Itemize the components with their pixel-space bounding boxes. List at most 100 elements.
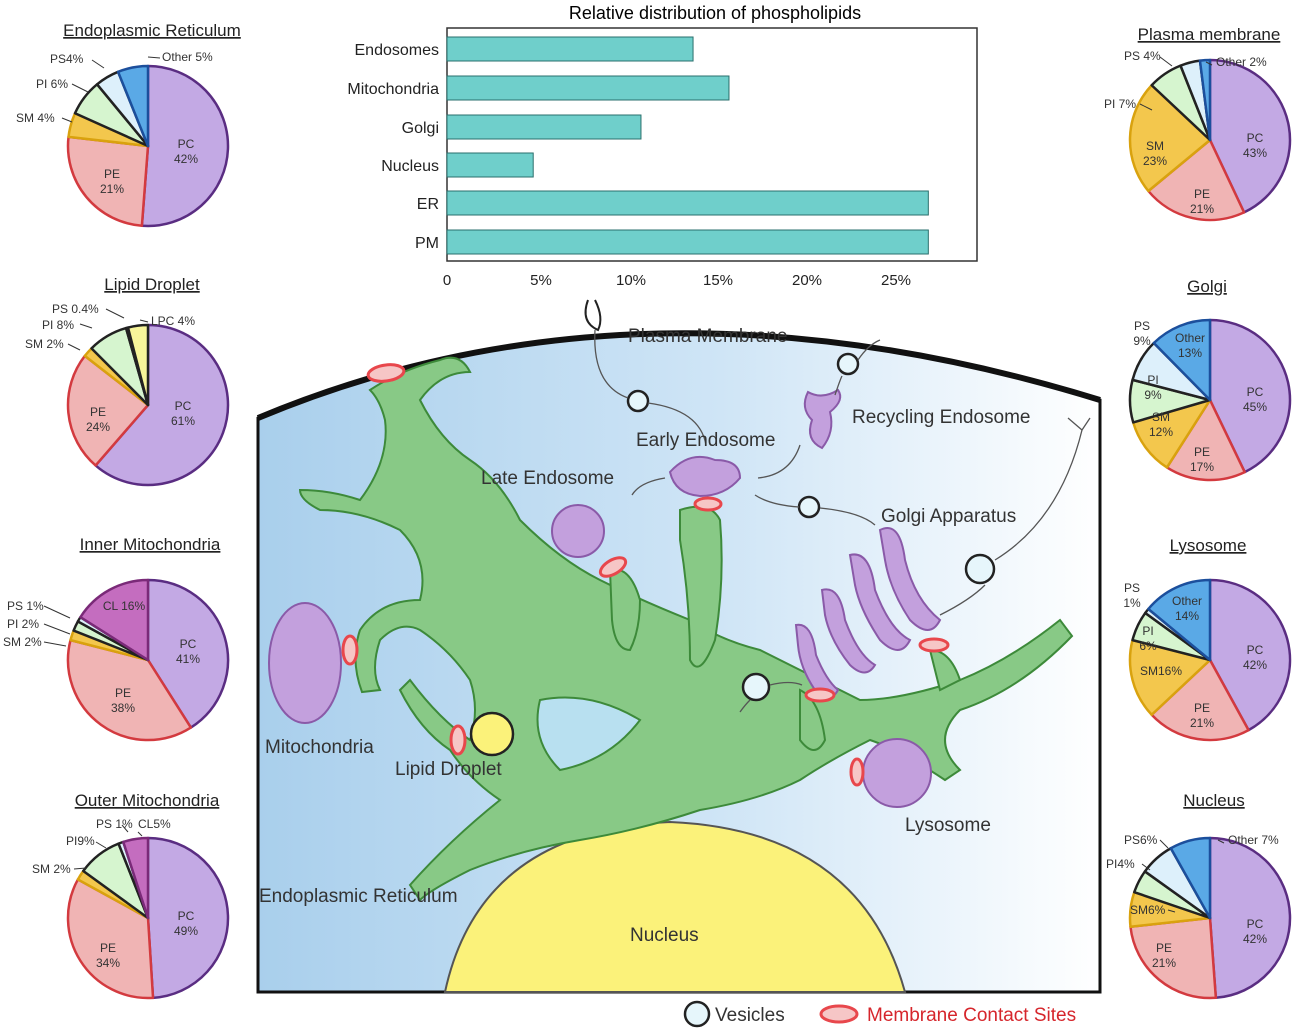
contact-site <box>449 724 467 756</box>
legend-contact-swatch <box>819 1004 859 1024</box>
contact-site <box>918 637 950 653</box>
slice-label-pi: PI 6% <box>36 77 68 91</box>
slice-label-sm: SM 4% <box>16 111 55 125</box>
bar-x-ticks: 0 5% 10% 15% 20% 25% <box>443 272 911 289</box>
label-golgi-apparatus: Golgi Apparatus <box>881 506 1016 527</box>
arrow <box>754 494 800 508</box>
slice-label-ps: PS4% <box>50 52 84 66</box>
pie-slice-pc <box>1208 578 1292 732</box>
pie-slice-pc <box>140 64 230 228</box>
contact-site <box>366 363 406 383</box>
legend-contact-sites: Membrane Contact Sites <box>867 1005 1076 1026</box>
label-lipid-droplet: Lipid Droplet <box>395 759 502 780</box>
legend-vesicles: Vesicles <box>715 1005 785 1026</box>
nucleus <box>443 820 907 993</box>
leader-line <box>147 56 161 59</box>
label-plasma-membrane: Plasma Membrane <box>628 326 787 347</box>
pie-slice-other <box>1198 58 1212 142</box>
pie-slice-pe <box>1129 916 1218 1000</box>
leader-line <box>71 83 89 93</box>
vesicle <box>964 553 996 585</box>
x-tick-25: 25% <box>881 272 911 289</box>
leader-line <box>1217 839 1225 844</box>
contact-site <box>693 496 723 512</box>
leader-line <box>137 831 143 837</box>
slice-label-other: Other 2% <box>1216 55 1267 69</box>
slice-label-ps: PS 0.4% <box>52 302 99 316</box>
label-lysosome: Lysosome <box>905 815 991 836</box>
slice-label-sm: SM 2% <box>3 635 42 649</box>
contact-site <box>598 556 628 578</box>
arrow <box>939 584 986 616</box>
pie-slice-sm <box>1128 83 1212 193</box>
endocytic-pit <box>584 299 602 332</box>
leader-line <box>61 117 73 123</box>
bar-chart-frame <box>446 27 978 262</box>
bar-mitochondria <box>446 75 730 101</box>
endoplasmic-reticulum <box>298 356 1074 902</box>
vesicles <box>626 352 996 702</box>
pie-slice-pe <box>1147 138 1246 222</box>
slice-label-pi: PI 8% <box>42 318 74 332</box>
bar-chart-title: Relative distribution of phospholipids <box>569 3 861 23</box>
pie-slice-pe <box>66 638 193 742</box>
arrow <box>769 681 803 686</box>
pie-slice-pc <box>1208 318 1292 474</box>
bar-label-er: ER <box>417 196 439 213</box>
pie-slice-pe <box>1165 398 1246 482</box>
leader-line <box>91 59 105 69</box>
early-endosome <box>668 456 742 498</box>
slice-label-sm: SM16% <box>1140 664 1182 678</box>
pie-title: Plasma membrane <box>1138 25 1281 44</box>
leader-line <box>139 319 149 323</box>
slice-label-other: Other 5% <box>162 50 213 64</box>
membrane-contact-sites <box>341 363 950 787</box>
cell-diagram: Plasma Membrane Recycling Endosome Early… <box>256 299 1102 994</box>
leader-line <box>79 323 93 329</box>
leader-line <box>1159 839 1169 849</box>
label-early-endosome: Early Endosome <box>636 430 775 451</box>
leader-line <box>43 623 71 635</box>
arrow <box>757 444 801 479</box>
mitochondrion <box>268 602 342 724</box>
legend: Vesicles Membrane Contact Sites <box>683 1000 1076 1028</box>
leader-line <box>73 867 87 870</box>
arrow <box>594 329 629 399</box>
bar-label-nucleus: Nucleus <box>381 158 439 175</box>
leader-line <box>1141 863 1151 871</box>
contact-site <box>804 687 836 703</box>
slice-label-other: Other 7% <box>1228 833 1279 847</box>
x-tick-5: 5% <box>530 272 552 289</box>
pie-slice-other <box>1147 578 1212 662</box>
arrow <box>834 375 843 396</box>
slice-label-ps: PS6% <box>1124 833 1158 847</box>
pie-title: Lysosome <box>1170 536 1247 555</box>
pie-slice-other <box>1152 318 1212 402</box>
lysosome <box>862 738 932 808</box>
pie-slice-pc <box>146 836 230 1000</box>
slice-label-ps: PS 1% <box>7 599 44 613</box>
contact-site <box>341 634 359 666</box>
pie-slice-pe <box>1150 658 1250 742</box>
label-recycling-endosome: Recycling Endosome <box>852 407 1030 428</box>
arrow <box>857 339 881 361</box>
x-tick-10: 10% <box>616 272 646 289</box>
bar-label-mitochondria: Mitochondria <box>347 81 439 98</box>
pie-title: Lipid Droplet <box>104 275 200 294</box>
